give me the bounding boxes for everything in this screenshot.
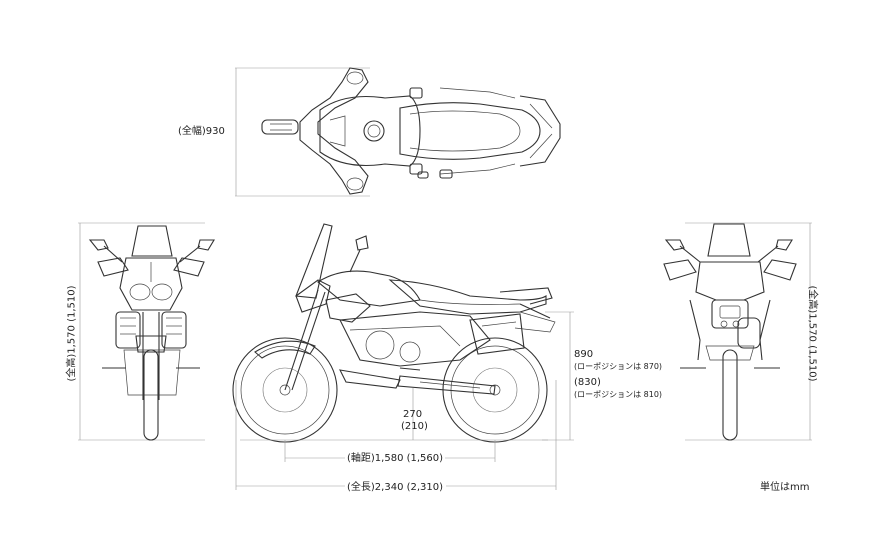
ground-clearance-alt-label: (210) [401,421,428,432]
seat-height-low-label: (ローポジションは 870) [574,362,663,371]
top-view-motorcycle [235,67,561,197]
seat-height-alt-low-label: (ローポジションは 810) [574,390,663,399]
overall-length-label: (全長)2,340 (2,310) [347,482,444,493]
ground-clearance-label: 270 [403,409,423,420]
rear-view-motorcycle [663,222,812,441]
front-view-motorcycle [78,222,215,441]
seat-height-label: 890 [574,349,594,360]
side-view-motorcycle [232,223,574,490]
wheelbase-label: (軸距)1,580 (1,560) [347,453,444,464]
unit-note: 単位はmm [760,482,810,493]
seat-height-alt-label: (830) [574,377,601,388]
rear-overall-height-label: (全高)1,570 (1,510) [806,285,818,382]
overall-width-label: (全幅)930 [178,126,225,137]
front-overall-height-label: (全高)1,570 (1,510) [66,285,78,382]
